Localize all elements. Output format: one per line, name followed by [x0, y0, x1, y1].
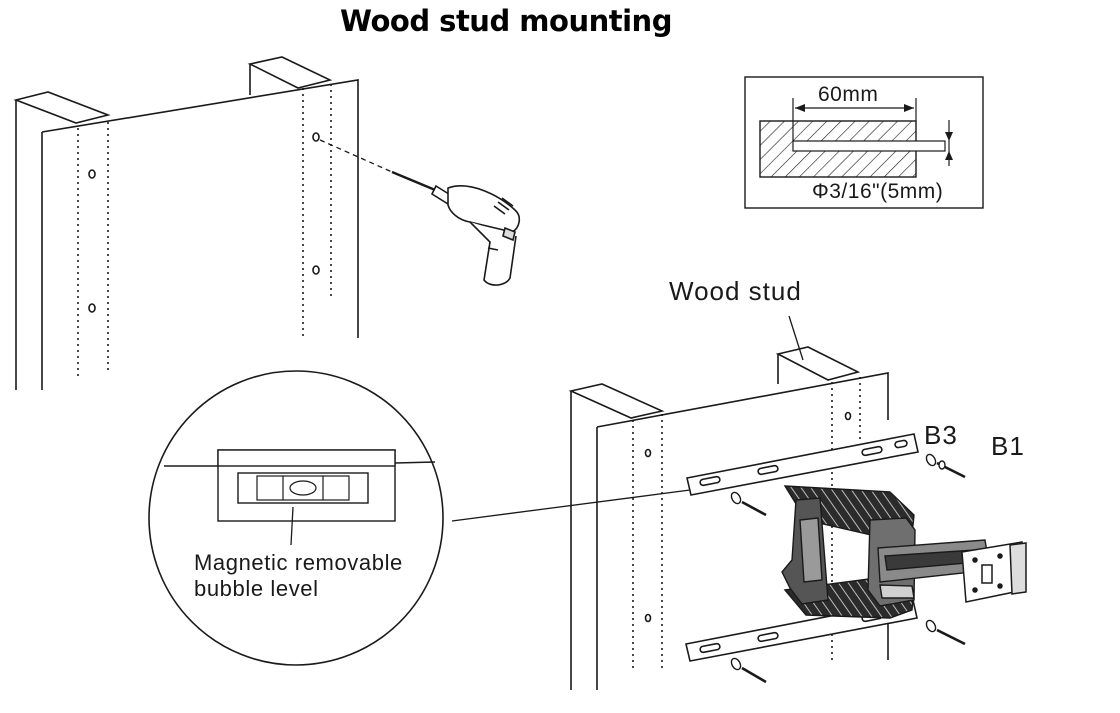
- pilot-hole: [312, 132, 320, 142]
- bolt-bottom-right: [925, 619, 966, 646]
- bubble-level-callout: Magnetic removable bubble level: [148, 370, 444, 666]
- width-dimension-label: 60mm: [818, 83, 878, 106]
- wall-plate-top: [686, 433, 919, 496]
- wood-stud-label: Wood stud: [669, 276, 802, 306]
- bolt-b1-top: [925, 453, 966, 479]
- pilot-hole: [88, 303, 96, 313]
- diagram-title: Wood stud mounting: [340, 4, 672, 38]
- level-caption-line2: bubble level: [194, 576, 319, 601]
- wall-drilling-scene: [13, 56, 393, 390]
- pilot-hole: [312, 265, 320, 275]
- lag-bolts: [730, 453, 966, 684]
- articulating-arm: [781, 485, 991, 619]
- hole-detail-box: 60mm Φ3/16"(5mm): [744, 76, 984, 209]
- tv-bracket-plate: [961, 541, 1027, 603]
- bolt-bottom-left: [730, 657, 767, 684]
- drill-icon: [391, 170, 521, 286]
- bolt-top-left: [730, 491, 767, 517]
- b1-label: B1: [991, 431, 1025, 461]
- level-caption-line1: Magnetic removable: [194, 550, 403, 575]
- hole-diameter-label: Φ3/16"(5mm): [812, 180, 943, 203]
- b3-label: B3: [924, 420, 958, 450]
- pilot-hole: [88, 169, 96, 179]
- bubble-icon: [289, 480, 317, 496]
